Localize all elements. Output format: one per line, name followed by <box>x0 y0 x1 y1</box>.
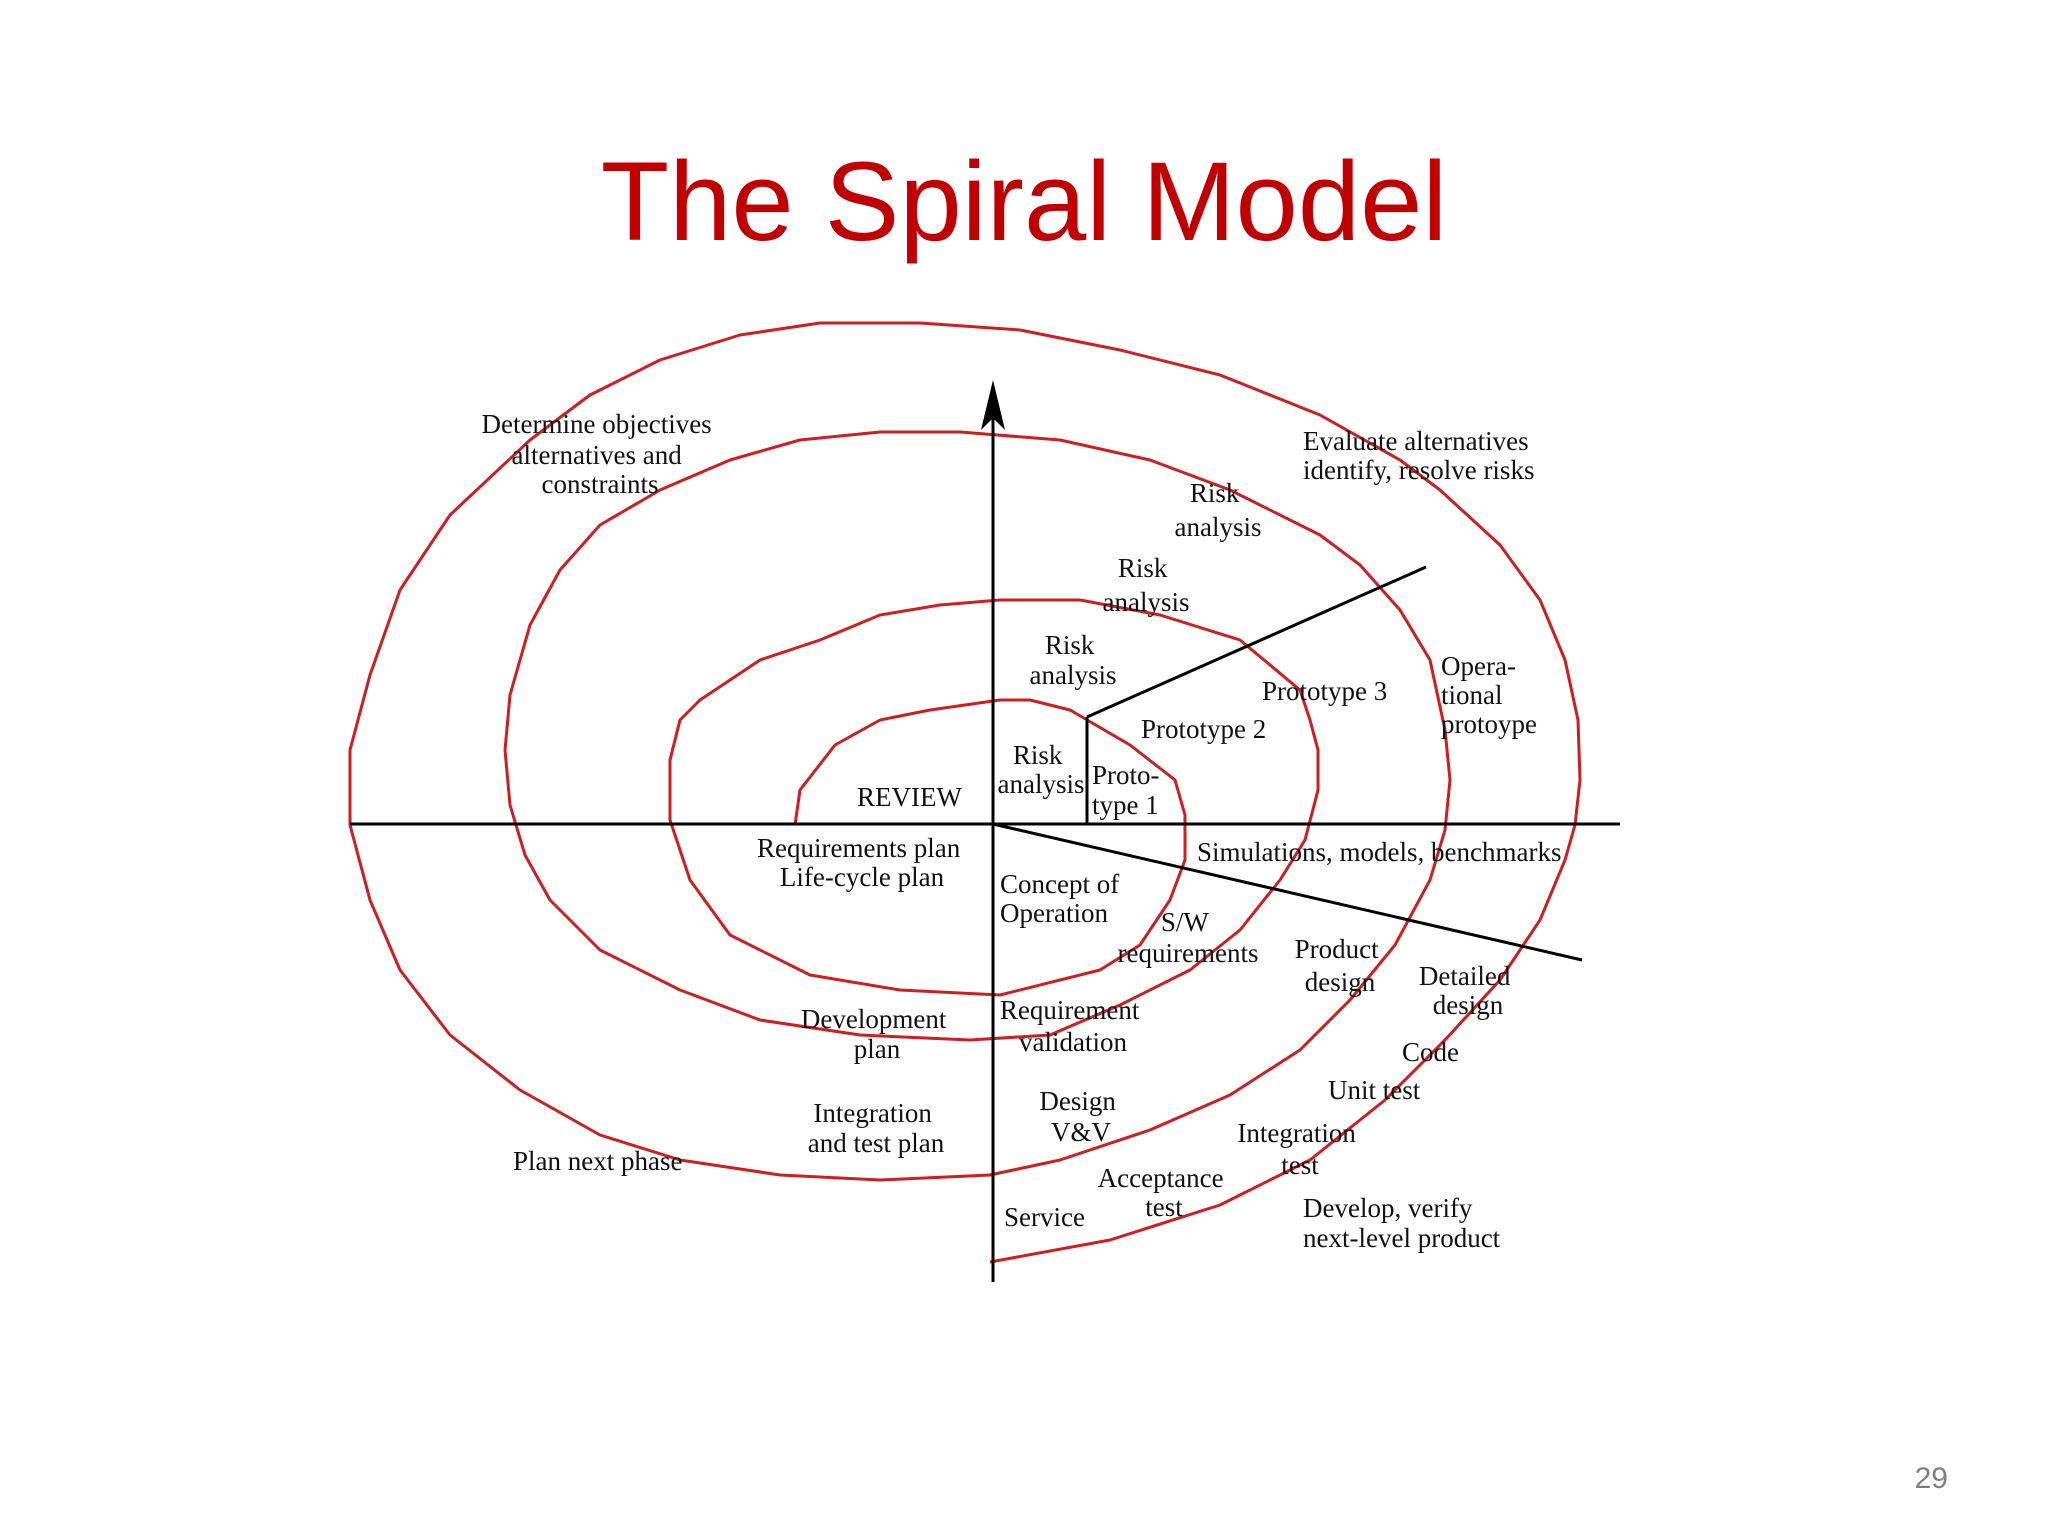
integration-test-label: Integration test <box>1237 1118 1362 1180</box>
slide-title: The Spiral Model <box>600 139 1448 264</box>
page-number: 29 <box>1914 1462 1948 1495</box>
risk-analysis-third: Risk analysis <box>1103 553 1190 617</box>
vertical-axis-arrowhead <box>981 380 1005 430</box>
requirement-validation-label: Requirement validation <box>1000 995 1146 1057</box>
risk-analysis-outer: Risk analysis <box>1175 478 1262 542</box>
quadrant-top-left-label: Determine objectives alternatives and co… <box>482 409 719 499</box>
simulations-label: Simulations, models, benchmarks <box>1197 837 1561 867</box>
requirements-plan-label: Requirements plan Life-cycle plan <box>757 833 967 892</box>
product-design-label: Product design <box>1295 934 1386 997</box>
prototype-1-label: Proto- type 1 <box>1092 760 1166 820</box>
prototype-boundary-diagonal <box>1086 565 1427 719</box>
quadrant-bottom-right-label: Develop, verify next-level product <box>1303 1193 1501 1253</box>
development-plan-label: Development plan <box>801 1004 953 1064</box>
design-vv-label: Design V&V <box>1039 1086 1122 1147</box>
development-boundary-diagonal <box>992 822 1583 962</box>
risk-analysis-second: Risk analysis <box>1030 630 1117 690</box>
integration-plan-label: Integration and test plan <box>808 1098 945 1158</box>
quadrant-bottom-left-label: Plan next phase <box>513 1146 682 1176</box>
concept-of-operation-label: Concept of Operation <box>1000 869 1126 928</box>
code-label: Code <box>1402 1037 1459 1067</box>
sw-requirements-label: S/W requirements <box>1118 907 1259 968</box>
quadrant-top-right-label: Evaluate alternatives identify, resolve … <box>1303 426 1535 485</box>
acceptance-test-label: Acceptance test <box>1098 1163 1231 1222</box>
prototype-3-label: Prototype 3 <box>1262 676 1387 706</box>
detailed-design-label: Detailed design <box>1419 961 1517 1020</box>
service-label: Service <box>1004 1202 1085 1232</box>
operational-prototype-label: Opera- tional protoype <box>1441 651 1537 739</box>
spiral-curve <box>348 321 1582 1264</box>
prototype-2-label: Prototype 2 <box>1141 714 1266 744</box>
unit-test-label: Unit test <box>1328 1075 1421 1105</box>
review-label: REVIEW <box>857 782 962 812</box>
risk-analysis-inner: Risk analysis <box>998 740 1085 799</box>
